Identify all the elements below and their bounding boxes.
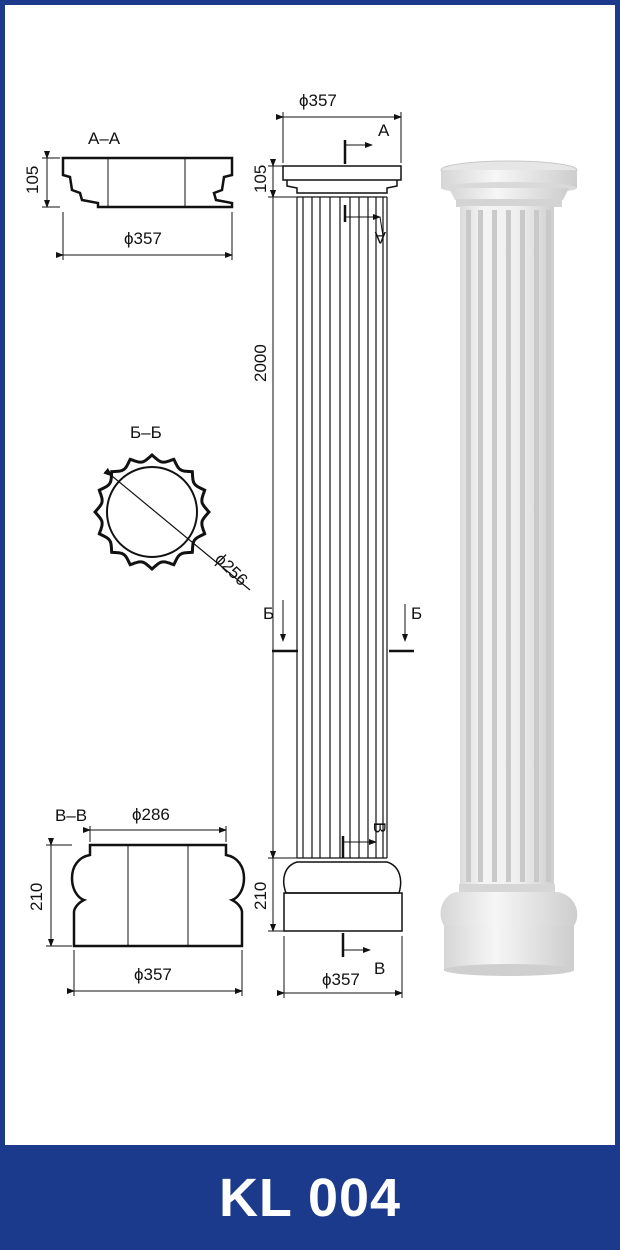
- section-vv-profile: [70, 843, 246, 948]
- elevation-shaft-flutes: [296, 197, 388, 858]
- render-flute: [478, 210, 483, 882]
- mark-b-right: Б: [411, 604, 422, 623]
- section-bb-inner-circle: [106, 466, 198, 558]
- technical-drawing: А–А 105 ϕ357 Б–Б ϕ256 В–В ϕ286 210 ϕ357: [23, 91, 578, 998]
- front-elevation: [268, 112, 414, 998]
- elevation-capital-abacus: [282, 165, 402, 181]
- mark-v-upper: В: [370, 822, 389, 833]
- render-flute: [466, 210, 471, 882]
- render-flute: [492, 210, 497, 882]
- section-bb-fluted-outline: [92, 452, 212, 572]
- mark-v-lower: В: [374, 959, 385, 978]
- section-aa-height: 105: [23, 166, 42, 194]
- product-code: KL 004: [218, 1167, 402, 1228]
- section-vv-top-diameter: ϕ286: [132, 805, 170, 824]
- section-vv-height: 210: [27, 883, 46, 911]
- section-vv-diameter: ϕ357: [134, 965, 172, 984]
- elevation-base-plinth: [283, 892, 403, 932]
- section-bb: [92, 452, 251, 591]
- render-flute: [520, 210, 525, 882]
- render-flute: [506, 210, 511, 882]
- section-aa-profile: [61, 156, 234, 209]
- elevation-bottom-diameter: ϕ357: [322, 970, 360, 989]
- elevation-top-diameter: ϕ357: [299, 91, 337, 110]
- section-bb-title: Б–Б: [130, 423, 162, 442]
- section-bb-diameter: ϕ256: [211, 549, 251, 589]
- elevation-base-torus: [283, 861, 402, 894]
- mark-a-low: А: [374, 228, 386, 247]
- render-flute: [546, 210, 551, 882]
- elevation-base-height: 210: [251, 882, 270, 910]
- section-aa-title: А–А: [88, 129, 121, 148]
- elevation-shaft-height: 2000: [251, 344, 270, 382]
- mark-a-top: А: [378, 121, 390, 140]
- elevation-cap-height: 105: [251, 165, 270, 193]
- render-plinth: [444, 926, 574, 970]
- footer-bar: KL 004: [0, 1145, 620, 1250]
- section-aa-diameter: ϕ357: [124, 229, 162, 248]
- render-flute: [534, 210, 539, 882]
- section-aa: [42, 151, 234, 260]
- section-vv: [46, 826, 246, 996]
- mark-b-left: Б: [263, 604, 274, 623]
- section-vv-title: В–В: [55, 806, 87, 825]
- column-render: [440, 160, 578, 976]
